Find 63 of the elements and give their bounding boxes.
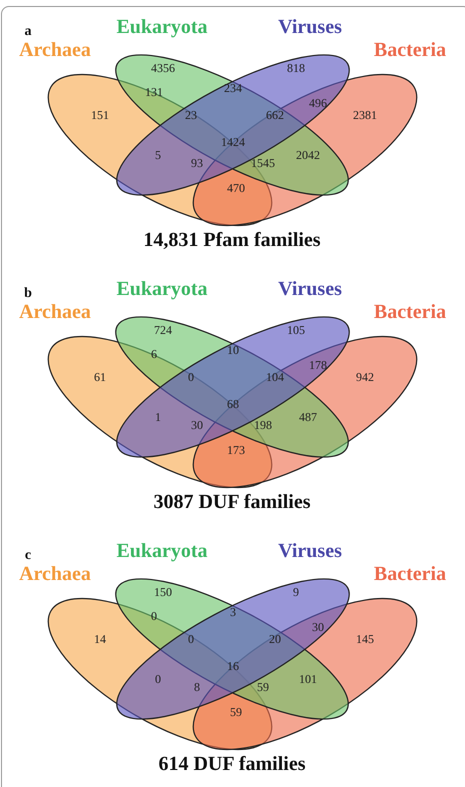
count-label: 6	[151, 348, 157, 360]
count-label: 131	[145, 86, 163, 98]
count-label: 104	[266, 371, 284, 383]
count-label: 101	[299, 673, 317, 685]
count-label: 496	[309, 97, 327, 109]
set-label: Viruses	[278, 279, 342, 299]
panel-caption: 614 DUF families	[158, 754, 306, 774]
panel-letter: a	[24, 25, 32, 39]
count-label: 4356	[151, 62, 175, 74]
count-label: 0	[151, 610, 157, 622]
count-label: 59	[257, 681, 269, 693]
count-label: 818	[287, 62, 305, 74]
count-label: 20	[269, 633, 281, 645]
count-label: 724	[154, 324, 172, 336]
count-label: 23	[185, 109, 197, 121]
count-label: 59	[230, 706, 242, 718]
count-label: 234	[224, 82, 242, 94]
count-label: 14	[94, 633, 106, 645]
panel-caption: 14,831 Pfam families	[143, 230, 321, 250]
count-label: 2381	[353, 109, 377, 121]
count-label: 1424	[221, 136, 245, 148]
count-label: 151	[91, 109, 109, 121]
count-label: 5	[155, 149, 161, 161]
count-label: 150	[154, 586, 172, 598]
panel-caption: 3087 DUF families	[154, 492, 310, 512]
count-label: 470	[227, 182, 245, 194]
count-label: 0	[188, 371, 194, 383]
set-label: Eukaryota	[116, 541, 208, 561]
count-label: 16	[227, 660, 239, 672]
count-label: 178	[309, 359, 327, 371]
count-label: 8	[194, 681, 200, 693]
set-label: Archaea	[19, 564, 91, 584]
set-label: Archaea	[19, 302, 91, 322]
set-label: Viruses	[278, 17, 342, 37]
count-label: 10	[227, 344, 239, 356]
count-label: 145	[356, 633, 374, 645]
count-label: 942	[356, 371, 374, 383]
panel-letter: b	[24, 287, 32, 301]
set-label: Bacteria	[374, 40, 446, 60]
count-label: 173	[227, 444, 245, 456]
count-label: 93	[191, 157, 203, 169]
set-label: Bacteria	[374, 564, 446, 584]
set-label: Archaea	[19, 40, 91, 60]
count-label: 105	[287, 324, 305, 336]
count-label: 1545	[251, 157, 275, 169]
set-label: Eukaryota	[116, 17, 208, 37]
count-label: 487	[299, 411, 317, 423]
count-label: 198	[254, 419, 272, 431]
count-label: 662	[266, 109, 284, 121]
count-label: 0	[188, 633, 194, 645]
count-label: 30	[312, 621, 324, 633]
count-label: 30	[191, 419, 203, 431]
count-label: 68	[227, 398, 239, 410]
set-label: Viruses	[278, 541, 342, 561]
count-label: 9	[293, 586, 299, 598]
set-label: Eukaryota	[116, 279, 208, 299]
count-label: 0	[155, 673, 161, 685]
set-label: Bacteria	[374, 302, 446, 322]
count-label: 3	[230, 606, 236, 618]
count-label: 61	[94, 371, 106, 383]
count-label: 2042	[296, 149, 320, 161]
panel-letter: c	[24, 549, 32, 563]
count-label: 1	[155, 411, 161, 423]
